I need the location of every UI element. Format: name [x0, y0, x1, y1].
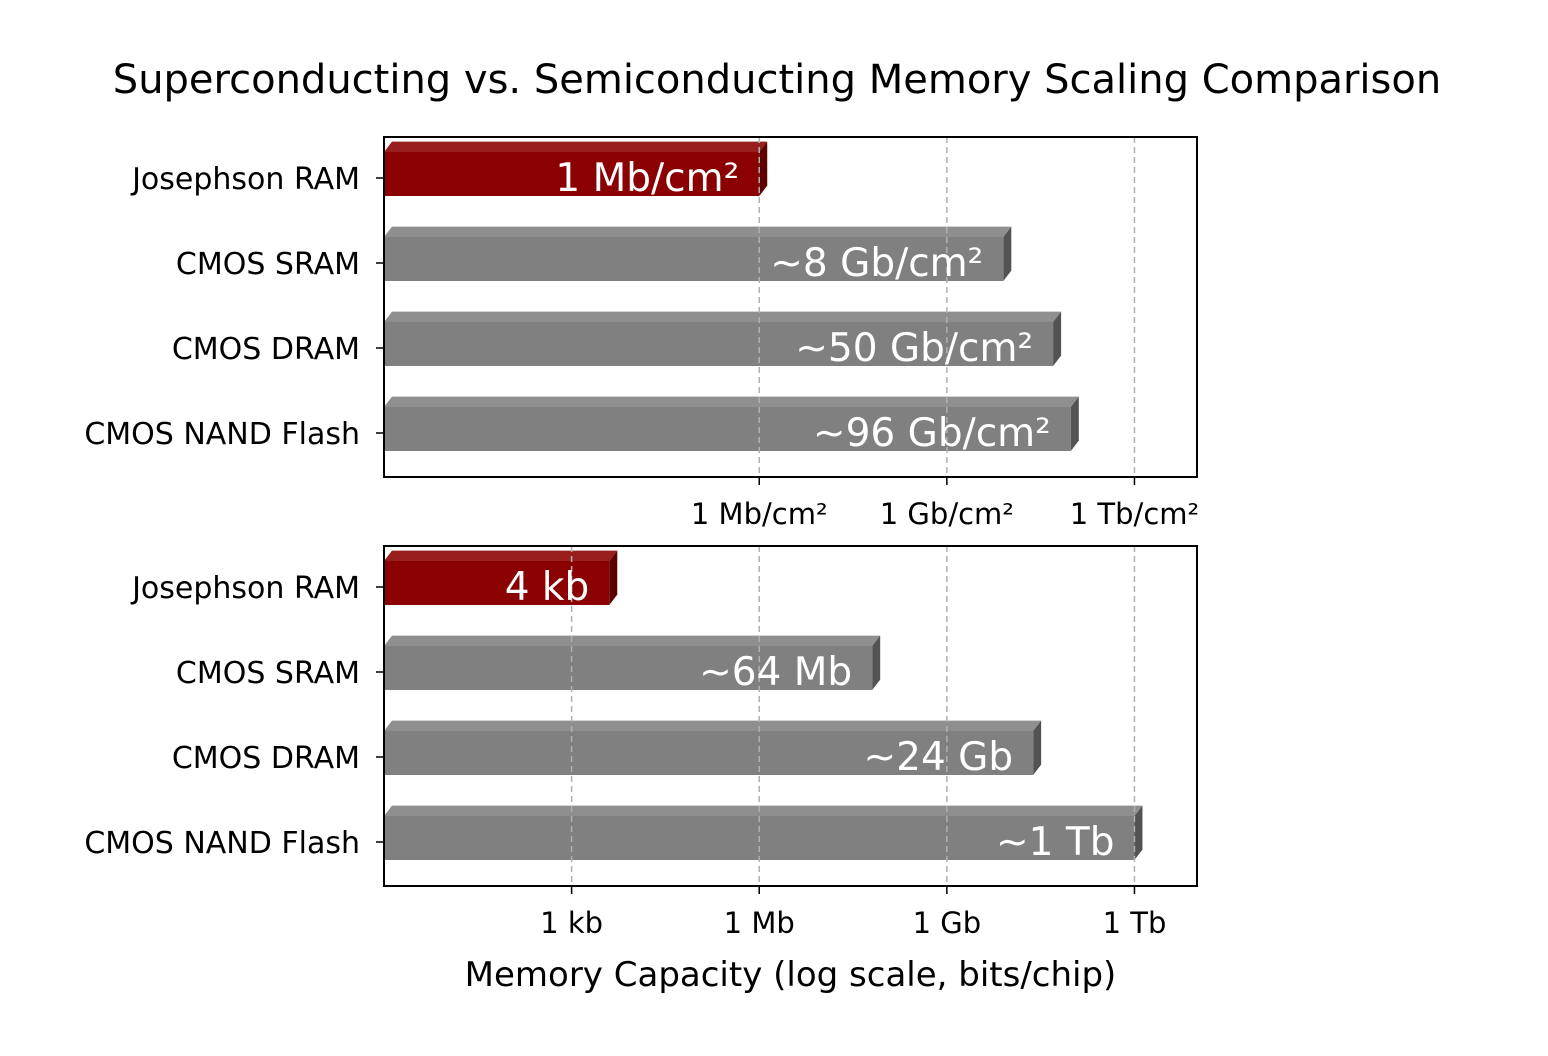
bar-side-face: [1033, 720, 1042, 775]
bar-side-face: [1053, 311, 1062, 366]
bar-josephson-ram: [384, 141, 768, 196]
plot-frame: [383, 136, 1198, 478]
bar-side-face: [1070, 396, 1079, 451]
bar-value-label: ~64 Mb: [699, 650, 852, 695]
bar-front-face: [384, 237, 1004, 281]
y-tick-label: CMOS DRAM: [172, 741, 360, 776]
bar-value-label: 4 kb: [505, 565, 590, 610]
x-tick-label: 1 kb: [540, 906, 603, 940]
bar-top-face: [384, 550, 618, 561]
bar-value-label: 1 Mb/cm²: [555, 156, 739, 201]
bar-top-face: [384, 635, 881, 646]
panel-1: 1 Mb/cm² ~8 Gb/cm² ~50 Gb/cm² ~96 Gb/cm² Jos…: [84, 136, 1199, 531]
bar-front-face: [384, 646, 873, 690]
bar-cmos-sram: [384, 226, 1012, 281]
bar-cmos-dram: [384, 311, 1062, 366]
x-tick-label: 1 Tb: [1103, 906, 1167, 940]
bar-top-face: [384, 226, 1012, 237]
y-tick-label: CMOS NAND Flash: [84, 417, 360, 452]
chart-title: Superconducting vs. Semiconducting Memor…: [113, 57, 1441, 103]
bar-value-label: ~1 Tb: [996, 820, 1114, 865]
bar-front-face: [384, 407, 1071, 451]
bar-side-face: [1134, 805, 1143, 860]
bar-top-face: [384, 720, 1042, 731]
bar-cmos-nand-flash: [384, 396, 1079, 451]
bar-side-face: [1003, 226, 1012, 281]
x-tick-label: 1 Gb: [913, 906, 982, 940]
x-tick-label: 1 Mb/cm²: [691, 497, 828, 531]
plot-frame: [383, 545, 1198, 887]
bar-front-face: [384, 322, 1054, 366]
bar-side-face: [759, 141, 768, 196]
bar-value-label: ~24 Gb: [863, 735, 1013, 780]
bar-front-face: [384, 152, 760, 196]
bar-top-face: [384, 396, 1079, 407]
bar-cmos-sram: [384, 635, 881, 690]
x-tick-label: 1 Gb/cm²: [880, 497, 1014, 531]
panels-layer: 1 Mb/cm² ~8 Gb/cm² ~50 Gb/cm² ~96 Gb/cm² Jos…: [84, 136, 1199, 995]
bar-side-face: [872, 635, 881, 690]
bar-top-face: [384, 141, 768, 152]
x-tick-label: 1 Mb: [724, 906, 795, 940]
bar-side-face: [609, 550, 618, 605]
x-axis-label: Memory Capacity (log scale, bits/chip): [465, 955, 1117, 995]
bar-top-face: [384, 311, 1062, 322]
bar-value-label: ~8 Gb/cm²: [770, 241, 983, 286]
y-tick-label: CMOS SRAM: [176, 656, 360, 691]
y-tick-label: Josephson RAM: [130, 162, 360, 197]
x-tick-label: 1 Tb/cm²: [1070, 497, 1199, 531]
bar-value-label: ~50 Gb/cm²: [795, 326, 1033, 371]
y-tick-label: CMOS SRAM: [176, 247, 360, 282]
y-tick-label: Josephson RAM: [130, 571, 360, 606]
bar-value-label: ~96 Gb/cm²: [813, 411, 1051, 456]
bar-cmos-dram: [384, 720, 1042, 775]
y-tick-label: CMOS NAND Flash: [84, 826, 360, 861]
y-tick-label: CMOS DRAM: [172, 332, 360, 367]
bar-front-face: [384, 731, 1034, 775]
bar-top-face: [384, 805, 1143, 816]
panel-2: 4 kb ~64 Mb~24 Gb ~1 Tb Josephson RAM CMOS S…: [84, 545, 1198, 995]
